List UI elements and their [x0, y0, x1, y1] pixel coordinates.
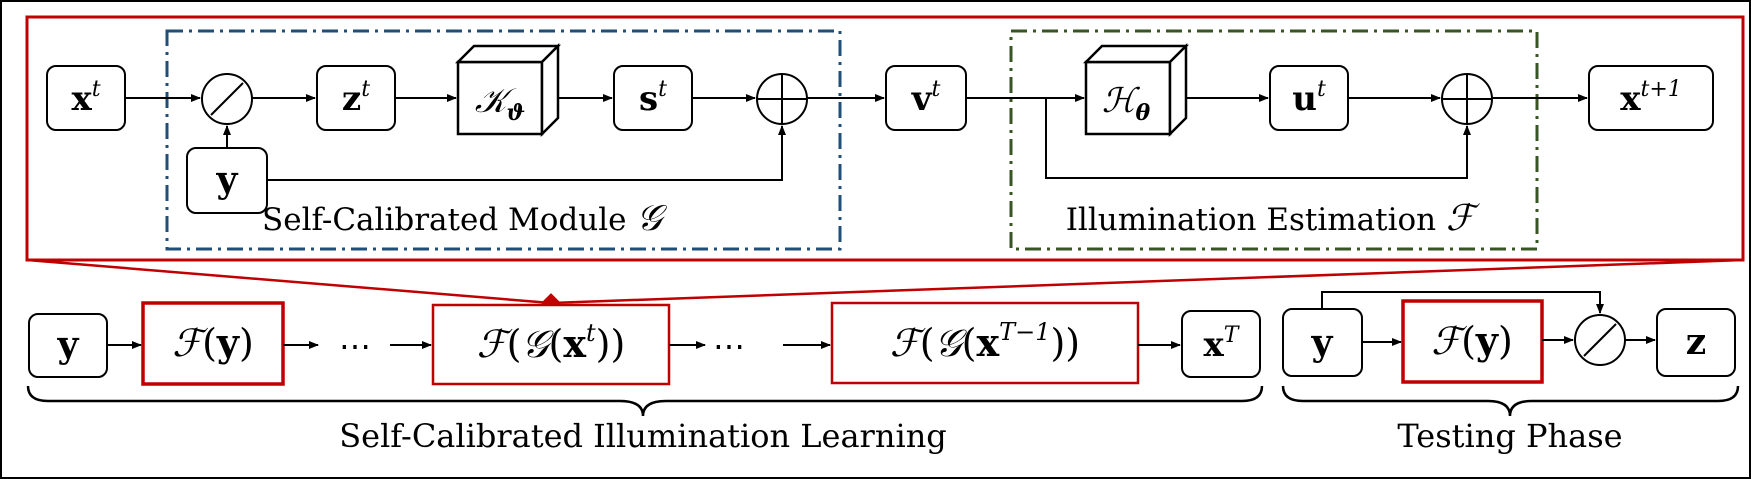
cube-h-theta-label: ℋθ: [1102, 81, 1151, 126]
cube-h-theta: [1082, 42, 1190, 138]
bottom-connectors: [107, 291, 1656, 349]
cube-k-theta: [454, 42, 562, 138]
bottom-f-y-label: ℱ(y): [172, 320, 254, 365]
node-u-t-label: ut: [1292, 77, 1326, 119]
node-v-t-label: vt: [911, 77, 941, 119]
bottom-f-g-xt-box: [431, 303, 671, 386]
self-calibrated-module-box: [165, 29, 842, 251]
test-node-z-label: z: [1686, 321, 1706, 363]
node-y-label: y: [216, 159, 239, 201]
node-x-t1: [1588, 65, 1714, 131]
node-s-t-label: st: [639, 77, 667, 119]
bottom-f-y-box: [141, 301, 285, 386]
testing-caption: Testing Phase: [1397, 417, 1622, 455]
node-x-t-label: xt: [71, 77, 100, 119]
test-node-y-label: y: [1311, 322, 1334, 364]
bottom-dots-2: ⋯: [713, 327, 745, 365]
bottom-f-g-xT1-box: [830, 301, 1140, 385]
top-connectors: [125, 94, 1588, 181]
divide-slash: [210, 82, 244, 116]
bottom-node-y-label: y: [57, 324, 80, 366]
detail-box: [25, 15, 1745, 262]
sc-module-caption: Self-Calibrated Module 𝒢: [262, 198, 667, 239]
bottom-node-x-T-label: xT: [1204, 323, 1241, 365]
testing-brace: [1281, 385, 1740, 417]
test-f-y-label: ℱ(y): [1431, 318, 1513, 363]
bottom-f-g-xt-label: ℱ(𝒢(xt)): [477, 319, 626, 366]
test-f-y-box: [1401, 299, 1544, 384]
illumination-estimation-box: [1009, 29, 1539, 251]
bottom-node-x-T: [1181, 310, 1261, 378]
learning-caption: Self-Calibrated Illumination Learning: [339, 417, 947, 455]
node-z-t-label: zt: [342, 77, 370, 119]
ie-caption: Illumination Estimation ℱ: [1066, 198, 1480, 239]
test-divide-slash: [1583, 323, 1617, 357]
learning-brace: [26, 385, 1264, 417]
zoom-line-left: [26, 258, 552, 305]
zoom-line-right: [550, 258, 1744, 305]
bottom-f-g-xT1-label: ℱ(𝒢(xT−1)): [890, 318, 1080, 365]
bottom-dots-1: ⋯: [339, 327, 371, 365]
test-node-z: [1656, 308, 1736, 377]
node-x-t1-label: xt+1: [1620, 77, 1682, 119]
